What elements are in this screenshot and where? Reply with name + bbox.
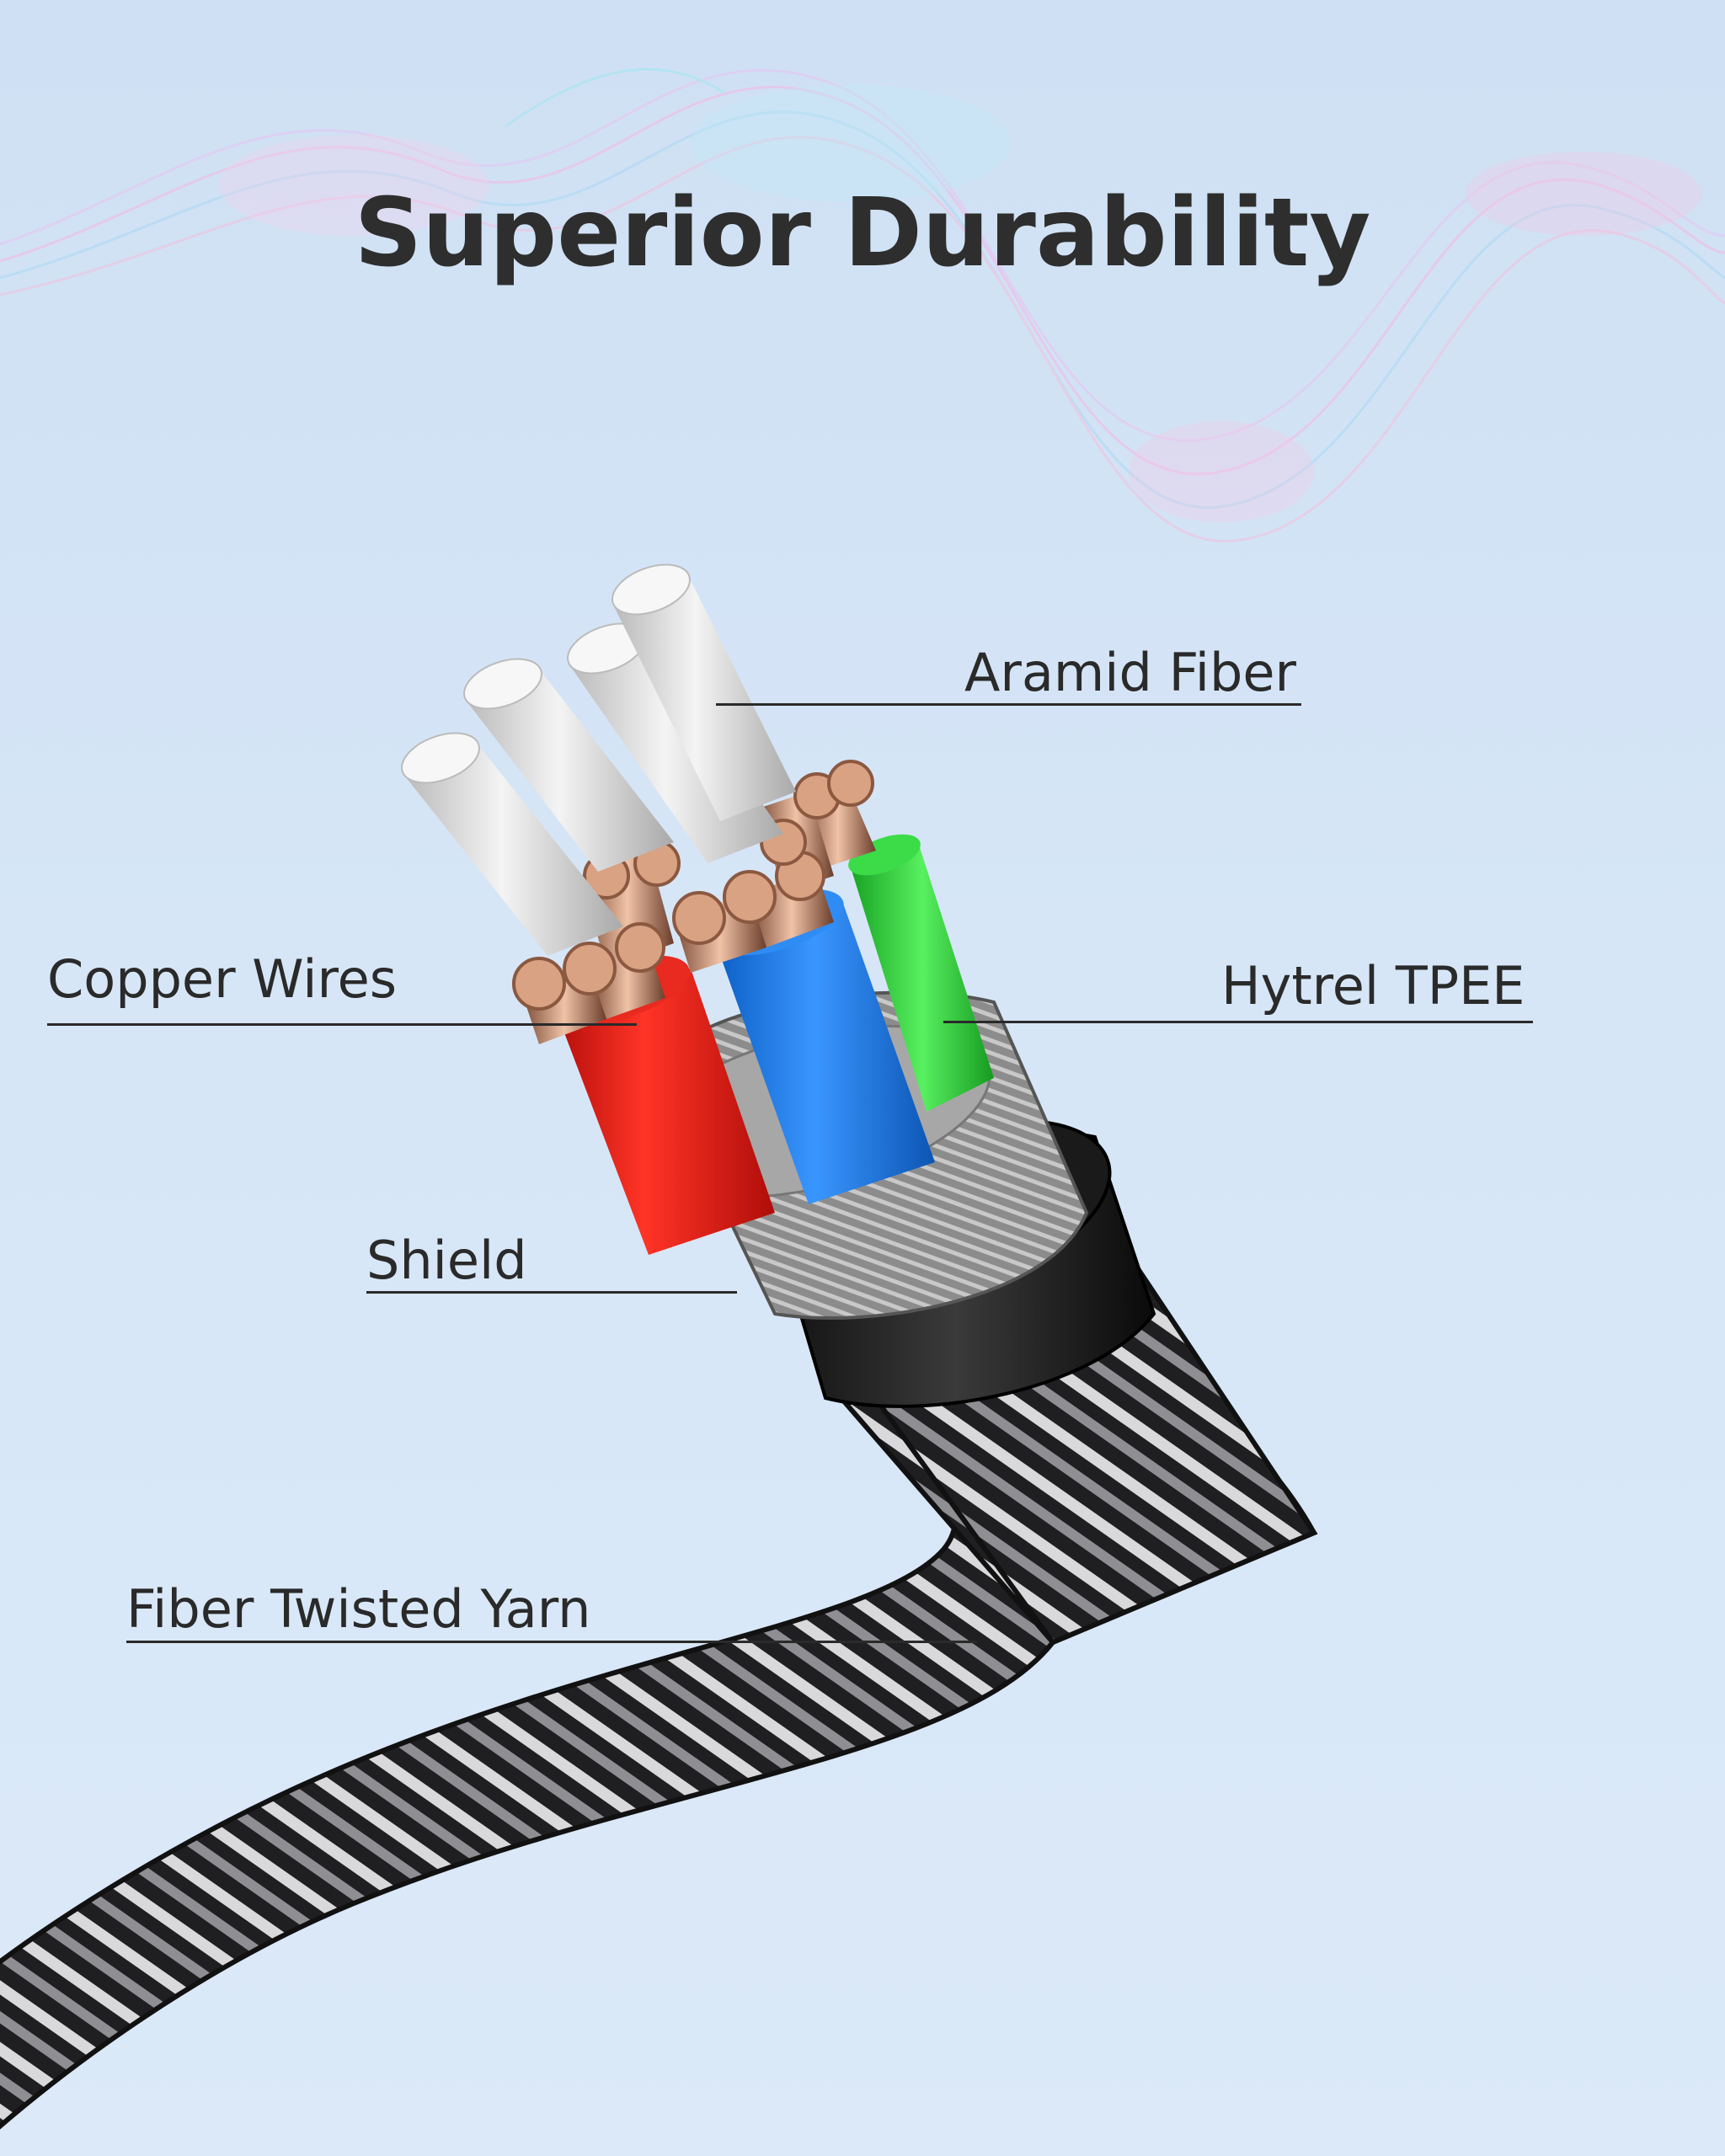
decorative-wave xyxy=(0,67,1725,543)
label-copper-wires: Copper Wires xyxy=(47,948,398,1010)
callout-line-hytrel-tpee xyxy=(943,1021,1533,1023)
callout-line-fiber-twisted-yarn xyxy=(126,1641,977,1643)
label-fiber-twisted-yarn: Fiber Twisted Yarn xyxy=(126,1578,591,1640)
label-aramid-fiber: Aramid Fiber xyxy=(964,642,1296,703)
callout-line-aramid-fiber xyxy=(716,703,1301,706)
braided-sleeve xyxy=(0,1310,1085,2130)
label-hytrel-tpee: Hytrel TPEE xyxy=(1221,955,1525,1017)
page-title: Superior Durability xyxy=(354,179,1371,288)
copper-strands xyxy=(512,760,876,1044)
callout-line-copper-wires xyxy=(47,1023,637,1026)
label-shield: Shield xyxy=(366,1230,527,1291)
aramid-rods xyxy=(401,563,796,956)
decorative-wave-glow xyxy=(219,84,1701,522)
callout-line-shield xyxy=(366,1291,737,1294)
